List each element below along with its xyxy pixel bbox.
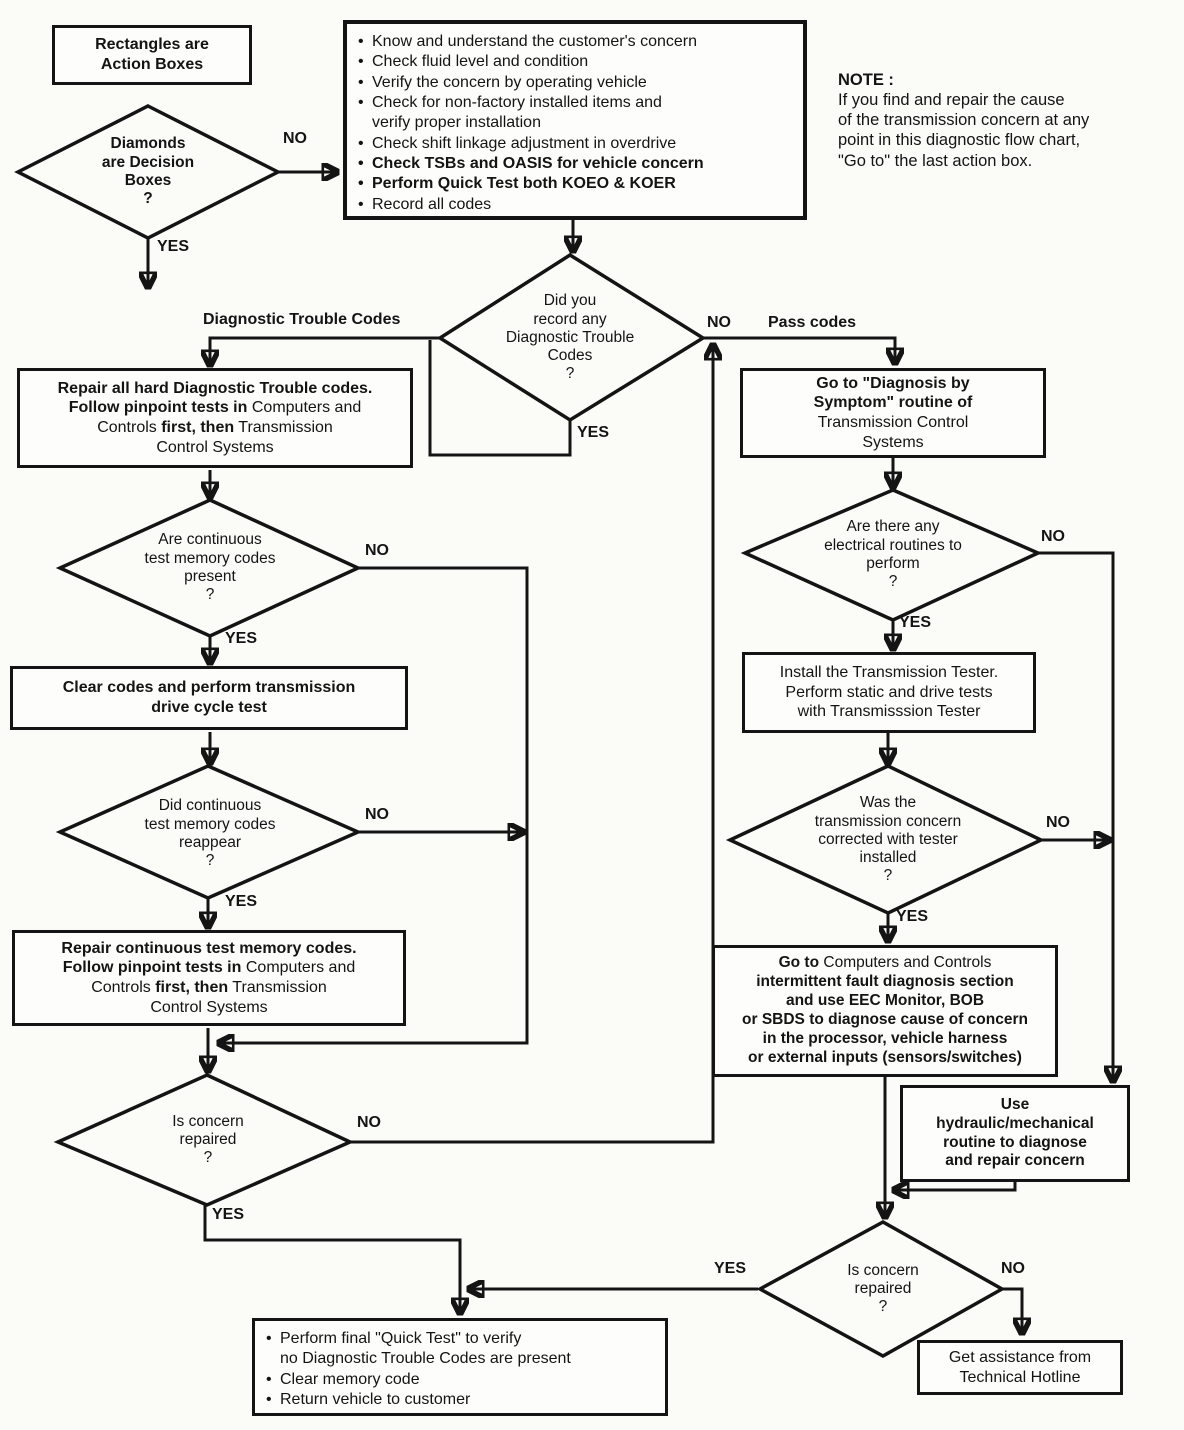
continuous-yes-label: YES	[225, 630, 258, 647]
legend-yes-label: YES	[157, 238, 190, 255]
electrical-routines-diamond	[740, 488, 1043, 622]
intermittent-goto-reg: Computers and Controls	[823, 954, 992, 972]
continuous-no-label: NO	[365, 542, 389, 559]
note-title: NOTE :	[838, 71, 894, 89]
concern-right-yes-label: YES	[714, 1260, 747, 1277]
note: NOTE : If you find and repair the cause …	[838, 70, 1183, 171]
codes-reappear-label: Did continuous test memory codes reappea…	[144, 797, 276, 870]
diagnosis-by-symptom-box: Go to "Diagnosis by Symptom" routine of …	[740, 368, 1046, 458]
initial-checklist-box: Know and understand the customer's conce…	[343, 20, 807, 220]
final-action-item: Perform final "Quick Test" to verify no …	[265, 1329, 655, 1370]
reappear-yes-label: YES	[225, 893, 258, 910]
symptom-reg: Transmission Control Systems	[817, 414, 969, 451]
electrical-yes-label: YES	[899, 614, 932, 631]
concern-right-no-label: NO	[1001, 1260, 1025, 1277]
tester-corrected-label: Was the transmission concern corrected w…	[814, 794, 962, 885]
repair-cont-line3-bold: first, then	[155, 979, 229, 996]
repair-hard-codes-box: Repair all hard Diagnostic Trouble codes…	[17, 368, 413, 468]
clear-codes-box: Clear codes and perform transmission dri…	[10, 666, 408, 730]
tester-no-label: NO	[1046, 814, 1070, 831]
checklist-item: Verify the concern by operating vehicle	[357, 73, 793, 94]
hydraulic-mechanical-box: Use hydraulic/mechanical routine to diag…	[900, 1085, 1130, 1182]
repair-cont-line4: Control Systems	[150, 998, 268, 1016]
legend-no-label: NO	[283, 130, 307, 147]
repair-hard-line3-reg2: Transmission	[238, 419, 333, 436]
record-codes-diamond-label: Did you record any Diagnostic Trouble Co…	[505, 292, 635, 383]
electrical-routines-label: Are there any electrical routines to per…	[824, 518, 962, 591]
checklist-item: Perform Quick Test both KOEO & KOER	[357, 174, 793, 195]
checklist-item: Check fluid level and condition	[357, 52, 793, 73]
checklist-item: Check for non-factory installed items an…	[357, 93, 793, 134]
continuous-codes-present-label: Are continuous test memory codes present…	[144, 531, 276, 604]
tester-corrected-diamond	[725, 764, 1046, 915]
legend-decision-diamond	[14, 104, 282, 240]
reappear-no-label: NO	[365, 806, 389, 823]
concern-repaired-right-label: Is concern repaired ?	[847, 1261, 919, 1316]
repair-hard-line2-bold: Follow pinpoint tests in	[68, 399, 248, 417]
record-codes-diamond	[436, 252, 707, 423]
dtc-path-label: Diagnostic Trouble Codes	[203, 311, 401, 328]
final-action-item: Clear memory code	[265, 1370, 655, 1391]
final-actions-list: Perform final "Quick Test" to verify no …	[265, 1329, 655, 1411]
record-codes-no-label: NO	[707, 314, 731, 331]
repair-cont-line3-reg1: Controls	[91, 979, 151, 996]
legend-diamond-label: Diamonds are Decision Boxes ?	[101, 135, 195, 208]
checklist-item: Check shift linkage adjustment in overdr…	[357, 134, 793, 155]
record-codes-yes-label: YES	[577, 424, 610, 441]
repair-hard-line3-bold: first, then	[161, 419, 235, 436]
repair-hard-line1: Repair all hard Diagnostic Trouble codes…	[57, 379, 373, 397]
checklist-item: Check TSBs and OASIS for vehicle concern	[357, 154, 793, 175]
repair-hard-line3-reg1: Controls	[97, 419, 157, 436]
codes-reappear-diamond	[55, 764, 363, 900]
concern-left-yes-label: YES	[212, 1206, 245, 1223]
concern-left-no-label: NO	[357, 1114, 381, 1131]
final-actions-box: Perform final "Quick Test" to verify no …	[252, 1318, 668, 1416]
intermittent-fault-box: Go to Computers and Controls intermitten…	[712, 945, 1058, 1077]
electrical-no-label: NO	[1041, 528, 1065, 545]
repair-cont-line1: Repair continuous test memory codes.	[61, 939, 357, 957]
symptom-bold: Go to "Diagnosis by Symptom" routine of	[813, 374, 973, 412]
continuous-codes-present-diamond	[55, 498, 363, 638]
intermittent-body: intermittent fault diagnosis section and…	[742, 973, 1028, 1066]
transmission-tester-box: Install the Transmission Tester. Perform…	[742, 652, 1036, 733]
repair-cont-line2-bold: Follow pinpoint tests in	[62, 959, 242, 977]
repair-hard-line4: Control Systems	[156, 438, 274, 456]
legend-action-box: Rectangles are Action Boxes	[52, 25, 252, 85]
checklist-item: Record all codes	[357, 195, 793, 216]
tester-yes-label: YES	[896, 908, 929, 925]
technical-hotline-box: Get assistance from Technical Hotline	[917, 1340, 1123, 1395]
intermittent-goto-bold: Go to	[778, 954, 820, 972]
repair-cont-line3-reg2: Transmission	[232, 979, 327, 996]
pass-codes-label: Pass codes	[768, 314, 857, 331]
repair-cont-line2-reg: Computers and	[245, 959, 356, 977]
final-action-item: Return vehicle to customer	[265, 1390, 655, 1411]
note-body: If you find and repair the cause of the …	[838, 91, 1090, 170]
checklist-item: Know and understand the customer's conce…	[357, 32, 793, 53]
concern-repaired-right-diamond	[756, 1219, 1006, 1359]
concern-repaired-left-diamond	[53, 1073, 355, 1207]
repair-hard-line2-reg: Computers and	[251, 399, 362, 417]
checklist: Know and understand the customer's conce…	[357, 32, 793, 215]
repair-continuous-codes-box: Repair continuous test memory codes. Fol…	[12, 930, 406, 1026]
concern-repaired-left-label: Is concern repaired ?	[172, 1112, 244, 1167]
